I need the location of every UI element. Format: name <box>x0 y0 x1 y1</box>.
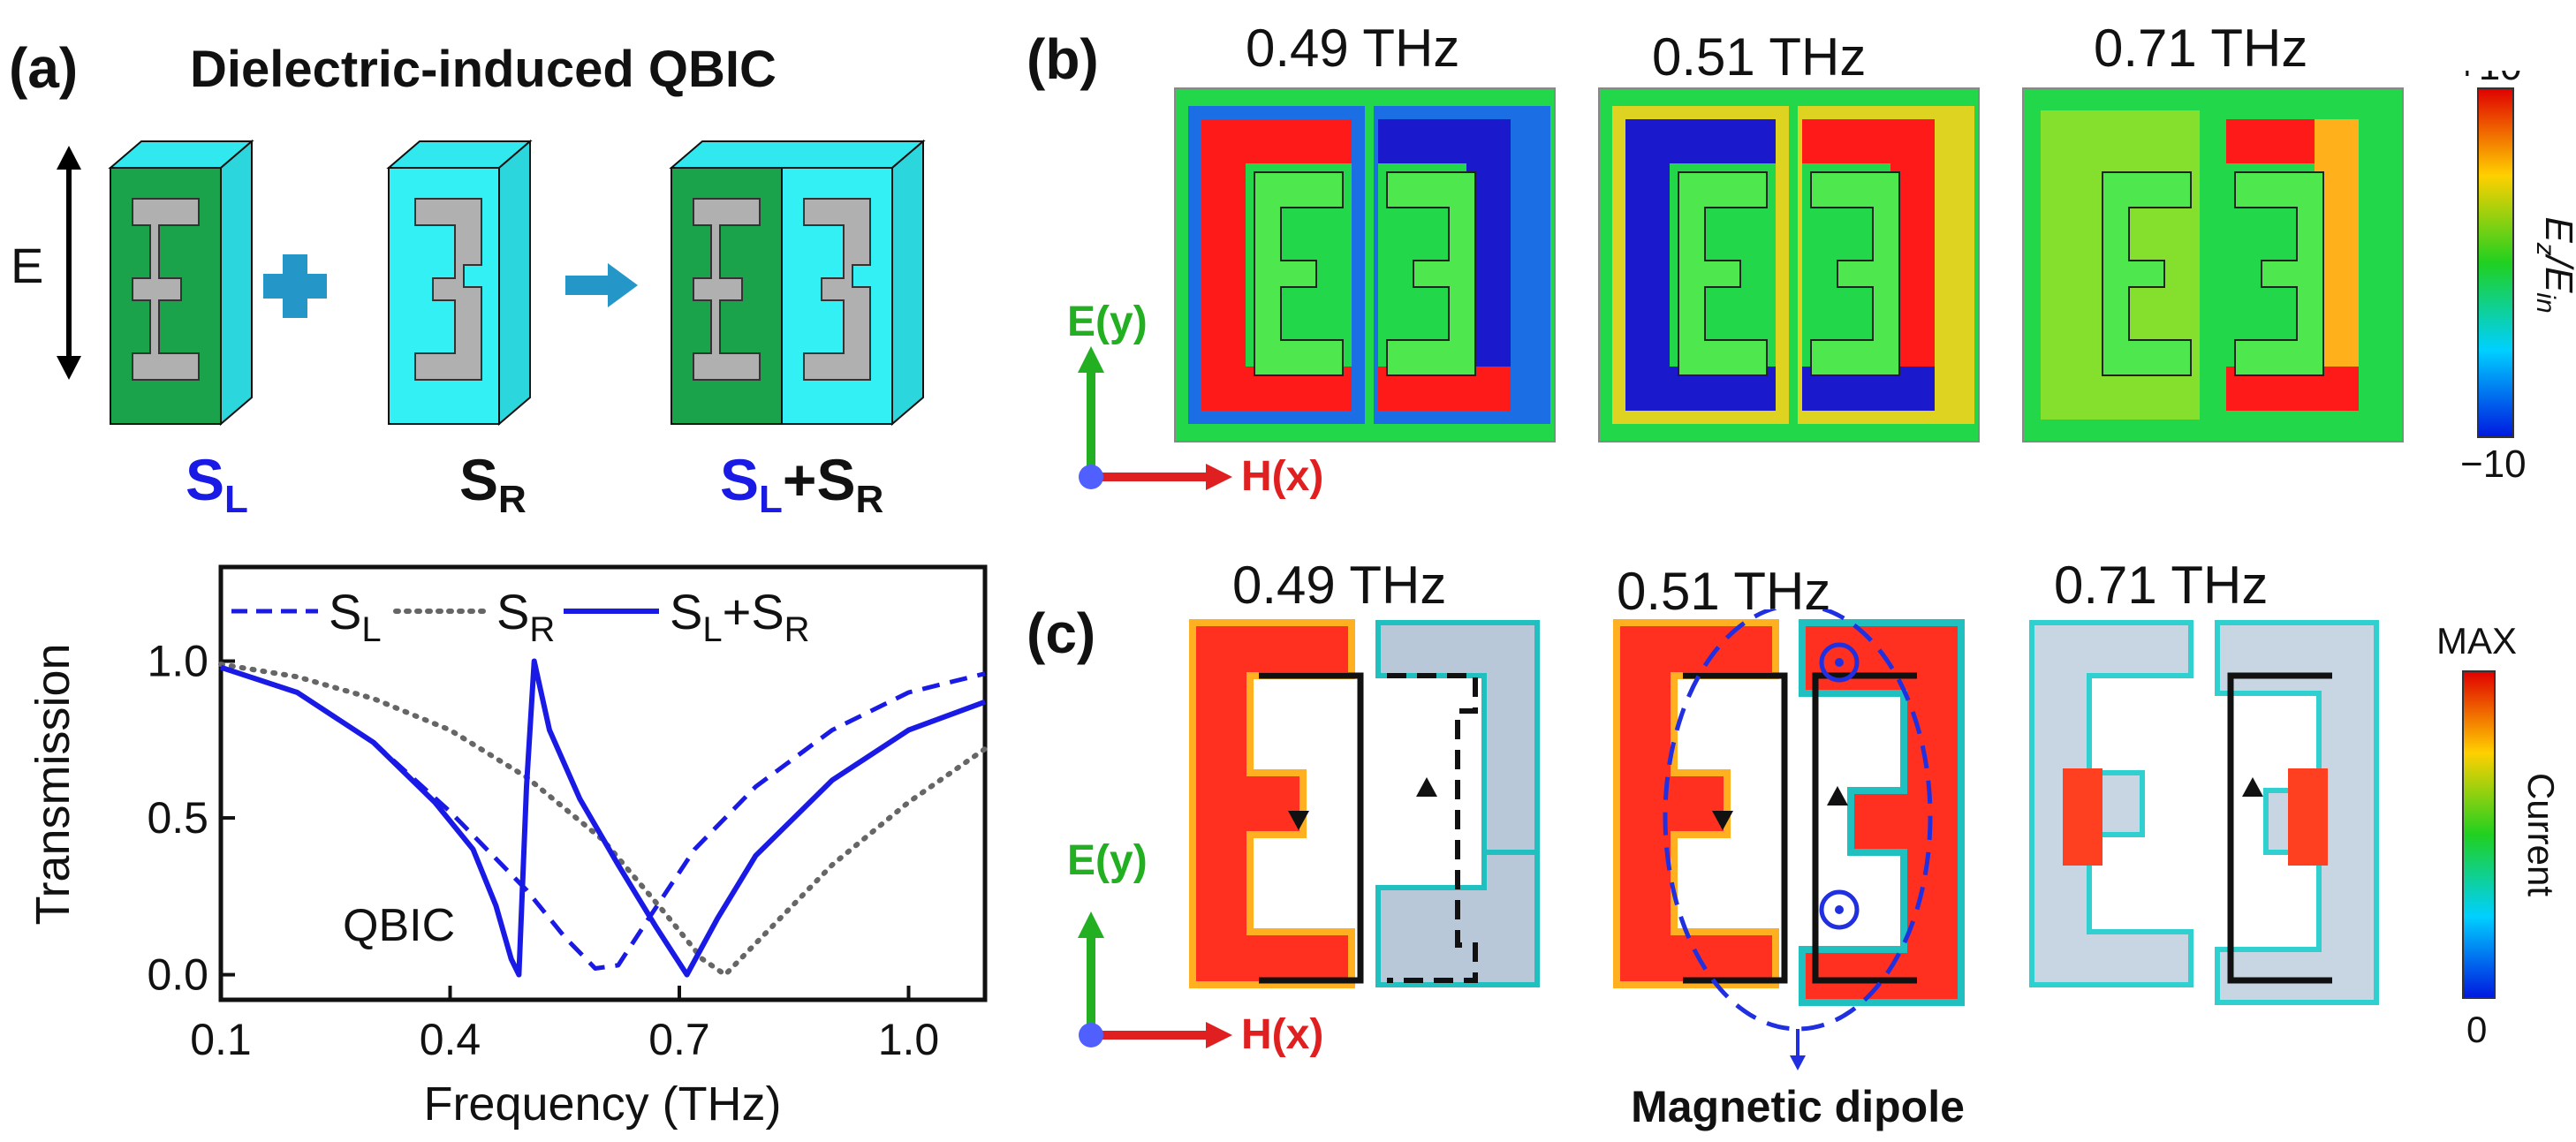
panel-b-freq-2: 0.51 THz <box>1652 27 1867 87</box>
magnetic-dipole-label: Magnetic dipole <box>1631 1082 1965 1131</box>
colorbar-c-quantity: Current <box>2520 773 2562 896</box>
current-maps-c: E(y) H(x) Magnetic dipole MAX 0 Current <box>1067 609 2562 1131</box>
panel-c-freq-3: 0.71 THz <box>2054 556 2269 615</box>
panel-c-freq-1: 0.49 THz <box>1232 556 1447 615</box>
label-sl: SL <box>186 447 248 522</box>
colorbar-b-max: +10 <box>2456 71 2522 88</box>
current-map-049 <box>1189 619 1540 988</box>
x-tick-label: 1.0 <box>878 1015 940 1064</box>
axis-e-label-b: E(y) <box>1067 299 1148 345</box>
arrow-right-icon <box>565 263 638 307</box>
field-map-049 <box>1174 87 1556 442</box>
axes-gizmo-c <box>1078 911 1232 1048</box>
y-tick-label: 0.0 <box>147 950 208 1000</box>
axis-h-label-b: H(x) <box>1241 453 1323 500</box>
panel-c-freq-2: 0.51 THz <box>1617 562 1831 621</box>
legend-label-slsr: SL+SR <box>670 584 810 649</box>
current-map-071 <box>2029 620 2379 1005</box>
current-map-051 <box>1613 609 1965 1070</box>
panel-c-label: (c) <box>1027 601 1096 665</box>
x-tick-label: 0.4 <box>420 1015 481 1064</box>
x-axis-label: Frequency (THz) <box>423 1078 781 1131</box>
series-line-1 <box>218 662 988 978</box>
block-sl <box>108 139 254 427</box>
plus-icon <box>263 254 327 318</box>
legend-label-sr: SR <box>496 584 555 649</box>
y-tick-label: 1.0 <box>147 637 208 686</box>
field-maps-b: E(y) H(x) +10 −10 Ez/Ein <box>1067 71 2576 500</box>
colorbar-b <box>2477 87 2514 438</box>
axis-e-label-c: E(y) <box>1067 837 1148 884</box>
axes-gizmo-b <box>1078 346 1232 490</box>
panel-b-freq-1: 0.49 THz <box>1246 19 1460 78</box>
x-tick-label: 0.1 <box>190 1015 252 1064</box>
field-map-071 <box>2022 87 2404 442</box>
panel-b-label: (b) <box>1027 27 1099 91</box>
series-line-0 <box>220 665 986 971</box>
e-field-arrow <box>57 146 81 380</box>
panel-a-label: (a) <box>9 36 79 100</box>
block-sr <box>386 139 533 427</box>
label-sr: SR <box>459 447 527 522</box>
structures-schematic: E <box>11 139 926 427</box>
colorbar-c <box>2462 670 2496 999</box>
e-field-label: E <box>11 238 43 293</box>
colorbar-c-min: 0 <box>2466 1009 2487 1050</box>
transmission-chart: 0.1 0.4 0.7 1.0 0.0 0.5 1.0 QBIC SL SR SL+SR F… <box>27 564 988 1131</box>
panel-a-title: Dielectric-induced QBIC <box>190 41 777 98</box>
label-sl-sr: SL+SR <box>720 447 884 522</box>
colorbar-b-quantity: Ez/Ein <box>2531 216 2576 313</box>
legend: SL SR SL+SR <box>231 584 810 649</box>
x-tick-label: 0.7 <box>648 1015 710 1064</box>
colorbar-b-min: −10 <box>2460 442 2527 486</box>
colorbar-c-max: MAX <box>2436 620 2517 662</box>
qbic-annotation: QBIC <box>343 900 455 951</box>
y-axis-label: Transmission <box>27 643 80 925</box>
block-sl-sr <box>669 139 926 427</box>
series-layer <box>218 658 988 978</box>
axis-ticks: 0.1 0.4 0.7 1.0 0.0 0.5 1.0 <box>147 637 939 1064</box>
legend-label-sl: SL <box>329 584 382 649</box>
plot-frame <box>218 564 988 1002</box>
axis-h-label-c: H(x) <box>1241 1011 1323 1058</box>
series-line-2 <box>220 658 987 978</box>
field-map-051 <box>1598 87 1980 442</box>
panel-b-freq-3: 0.71 THz <box>2094 19 2308 78</box>
y-tick-label: 0.5 <box>147 793 208 843</box>
